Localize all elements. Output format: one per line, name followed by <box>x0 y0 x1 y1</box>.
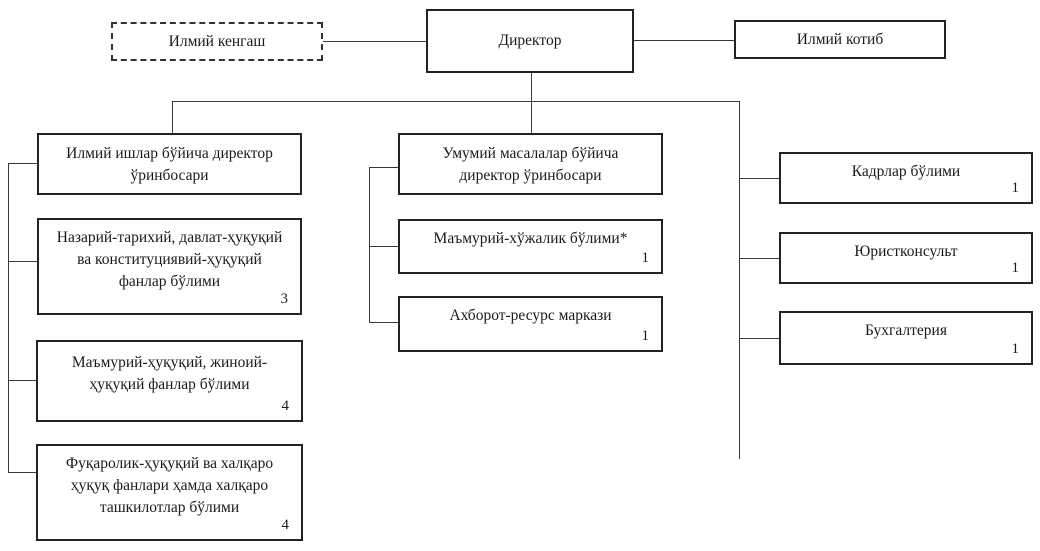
left-head-box: Илмий ишлар бўйича директор ўринбосари <box>37 133 302 195</box>
middle-head-box: Умумий масалалар бўйича директор ўринбос… <box>398 133 663 195</box>
left-head-label: Илмий ишлар бўйича директор ўринбосари <box>66 145 273 184</box>
connector-left-unit-2 <box>8 380 38 381</box>
director-label: Директор <box>498 32 562 49</box>
connector-council-director <box>323 41 427 42</box>
left-unit-label-2: Маъмурий-ҳуқуқий, жиноий- ҳуқуқий фанлар… <box>71 354 268 393</box>
right-unit-label-3: Бухгалтерия <box>865 322 947 339</box>
connector-main-bus <box>172 101 740 102</box>
connector-director-secretary <box>633 40 735 41</box>
council-label: Илмий кенгаш <box>168 32 266 50</box>
connector-middle-unit-1 <box>369 246 399 247</box>
left-unit-label-3: Фуқаролик-ҳуқуқий ва халқаро ҳуқуқ фанла… <box>65 455 274 516</box>
connector-right-unit-3 <box>739 338 780 339</box>
council-box: Илмий кенгаш <box>111 22 323 61</box>
connector-middle-head <box>369 167 399 168</box>
right-unit-count-3: 1 <box>1011 341 1020 357</box>
left-unit-count-3: 4 <box>281 517 290 533</box>
left-unit-count-1: 3 <box>280 291 289 307</box>
secretary-label: Илмий котиб <box>796 30 884 48</box>
left-unit-box-3: Фуқаролик-ҳуқуқий ва халқаро ҳуқуқ фанла… <box>36 444 303 541</box>
right-unit-box-3: Бухгалтерия 1 <box>779 311 1033 365</box>
left-unit-box-1: Назарий-тарихий, давлат-ҳуқуқий ва конст… <box>37 218 302 315</box>
connector-left-unit-1 <box>8 261 38 262</box>
right-unit-box-1: Кадрлар бўлими 1 <box>779 152 1033 204</box>
connector-left-head <box>8 163 38 164</box>
middle-unit-box-1: Маъмурий-хўжалик бўлими* 1 <box>398 219 663 274</box>
secretary-box: Илмий котиб <box>734 20 946 59</box>
middle-unit-count-2: 1 <box>641 328 650 344</box>
middle-head-label: Умумий масалалар бўйича директор ўринбос… <box>442 145 619 184</box>
connector-bus-left-head <box>172 101 173 133</box>
middle-unit-box-2: Ахборот-ресурс маркази 1 <box>398 296 663 352</box>
middle-unit-count-1: 1 <box>641 250 650 266</box>
connector-right-unit-2 <box>739 258 780 259</box>
middle-unit-label-1: Маъмурий-хўжалик бўлими* <box>433 230 628 247</box>
director-box: Директор <box>426 9 634 73</box>
connector-bus-right-spine <box>739 101 740 459</box>
left-unit-box-2: Маъмурий-ҳуқуқий, жиноий- ҳуқуқий фанлар… <box>36 340 303 422</box>
middle-unit-label-2: Ахборот-ресурс маркази <box>449 307 612 324</box>
right-unit-count-2: 1 <box>1011 260 1020 276</box>
connector-left-spine <box>8 163 9 473</box>
connector-middle-spine <box>369 167 370 322</box>
left-unit-count-2: 4 <box>281 398 290 414</box>
connector-director-down <box>531 72 532 134</box>
left-unit-label-1: Назарий-тарихий, давлат-ҳуқуқий ва конст… <box>56 229 283 290</box>
connector-left-unit-3 <box>8 472 38 473</box>
connector-right-unit-1 <box>739 178 780 179</box>
right-unit-box-2: Юристконсульт 1 <box>779 232 1033 284</box>
right-unit-count-1: 1 <box>1011 180 1020 196</box>
right-unit-label-1: Кадрлар бўлими <box>851 163 961 180</box>
right-unit-label-2: Юристконсульт <box>854 243 958 260</box>
connector-middle-unit-2 <box>369 322 399 323</box>
